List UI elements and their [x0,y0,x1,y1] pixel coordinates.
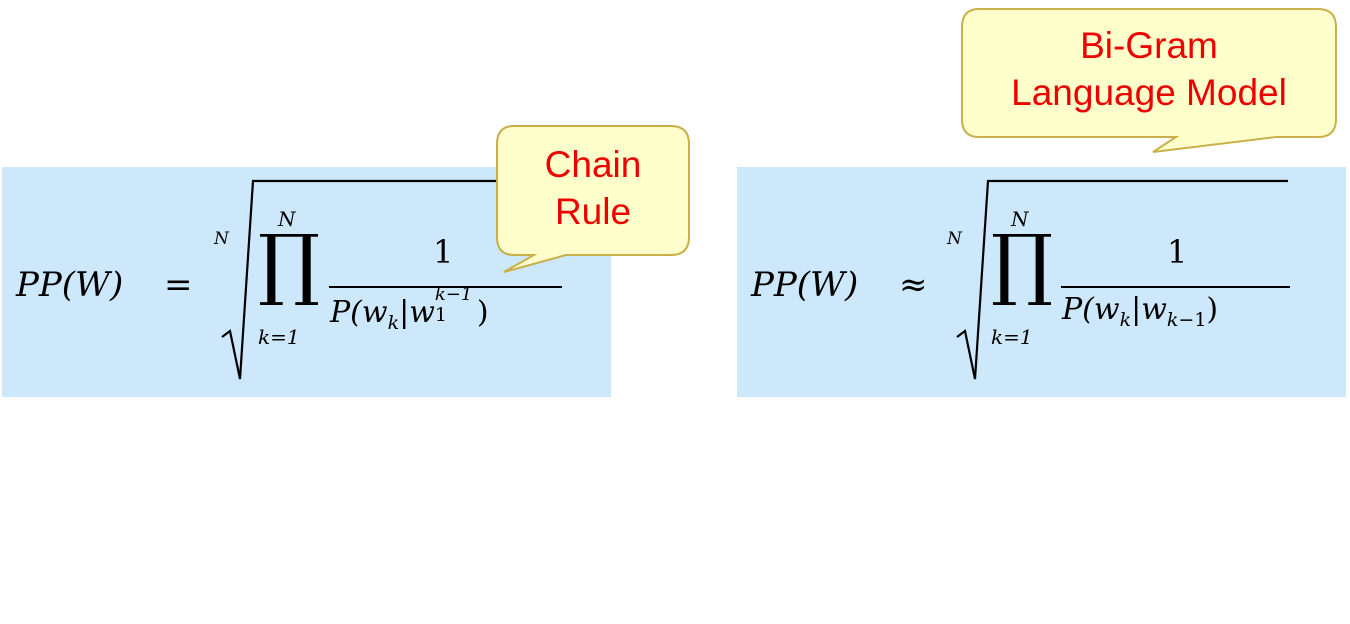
root-index: N [947,229,962,249]
bigram-formula-box: PP(W) ≈ N N ∏ k=1 1 P(wk|wk−1) [737,167,1346,397]
callout-bubble [961,8,1337,153]
product-lower-limit: k=1 [991,325,1033,349]
callout-line-1: Chain [544,144,642,185]
callout-line-2: Language Model [1011,72,1287,113]
product-upper-limit: N [278,207,296,231]
chain-rule-callout: Chain Rule [496,125,690,273]
bigram-callout: Bi-Gram Language Model [961,8,1337,153]
bigram-callout-text: Bi-Gram Language Model [961,22,1337,116]
chain-rule-callout-text: Chain Rule [496,141,690,235]
root-index: N [214,229,229,249]
approx-sign: ≈ [899,265,928,305]
callout-bubble [496,125,690,273]
radical-sign [956,179,1288,380]
fraction-bar [1061,286,1290,288]
fraction-denominator: P(wk|wk−1) [1062,292,1219,331]
product-lower-limit: k=1 [258,325,300,349]
fraction-bar [329,286,562,288]
perplexity-lhs: PP(W) [751,265,859,305]
product-symbol: ∏ [991,219,1054,309]
fraction-numerator: 1 [433,233,454,271]
perplexity-lhs: PP(W) [16,265,124,305]
product-upper-limit: N [1011,207,1029,231]
callout-line-2: Rule [554,191,632,232]
radical-sign [221,179,608,380]
callout-line-1: Bi-Gram [1080,25,1218,66]
equals-sign: = [164,265,193,305]
fraction-numerator: 1 [1167,233,1188,271]
product-symbol: ∏ [258,219,321,309]
